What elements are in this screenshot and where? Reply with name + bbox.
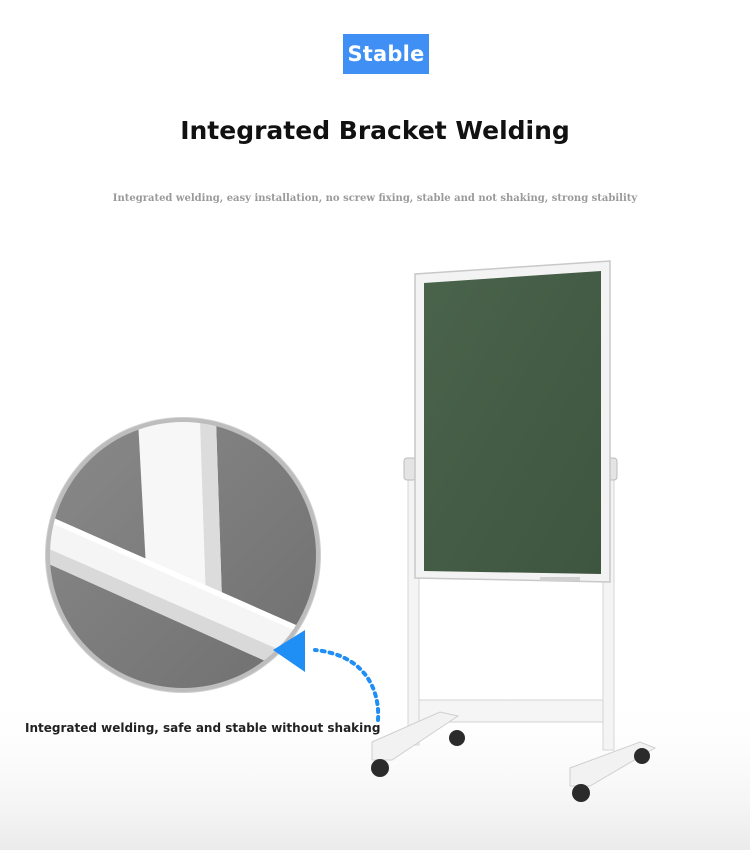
welding-zoom-circle (45, 417, 321, 693)
stable-badge: Stable (343, 34, 429, 74)
welding-caption: Integrated welding, safe and stable with… (25, 721, 381, 735)
whiteboard-stand (371, 260, 657, 802)
wheel (449, 730, 465, 746)
page-title: Integrated Bracket Welding (180, 116, 570, 145)
crossbar (418, 699, 604, 723)
left-pivot (403, 457, 417, 481)
wheel (371, 759, 389, 777)
pen-tray (540, 577, 580, 581)
right-foot (569, 741, 657, 787)
pointer-arrow (273, 630, 381, 722)
green-board-surface (424, 271, 601, 574)
wheel (634, 748, 650, 764)
left-foot (371, 711, 460, 761)
page-subtitle: Integrated welding, easy installation, n… (112, 193, 638, 204)
wheel (572, 784, 590, 802)
